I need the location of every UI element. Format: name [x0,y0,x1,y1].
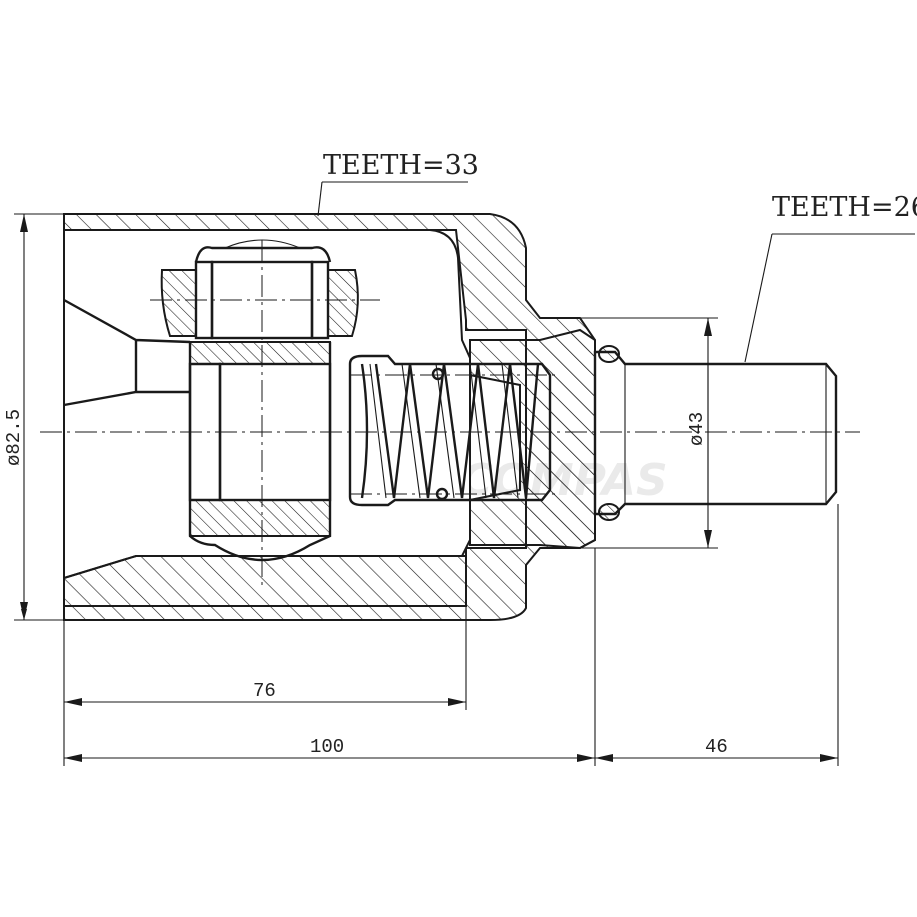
housing-throat [63,298,191,407]
housing-lower-wall [63,555,467,607]
dim-length-46: 46 [595,504,839,766]
diameter-body-label: ø82.5 [3,409,25,466]
dim-length-100: 100 [64,548,596,766]
diameter-shaft-label: ø43 [686,412,708,446]
housing-upper-wall [63,213,596,621]
leader-teeth-26: TEETH=26 [744,192,917,363]
length-100-label: 100 [310,736,344,758]
tripod-spider [188,341,332,562]
length-76-label: 76 [253,680,276,702]
teeth-33-label: TEETH=33 [323,150,479,181]
spring-assembly [348,354,552,507]
teeth-26-label: TEETH=26 [772,192,917,223]
dim-diameter-body: ø82.5 [3,213,64,621]
length-46-label: 46 [705,736,728,758]
dim-diameter-shaft: ø43 [580,317,718,549]
dim-length-76: 76 [63,606,467,766]
housing-end-flange [469,328,596,550]
leader-teeth-33: TEETH=33 [317,150,479,217]
